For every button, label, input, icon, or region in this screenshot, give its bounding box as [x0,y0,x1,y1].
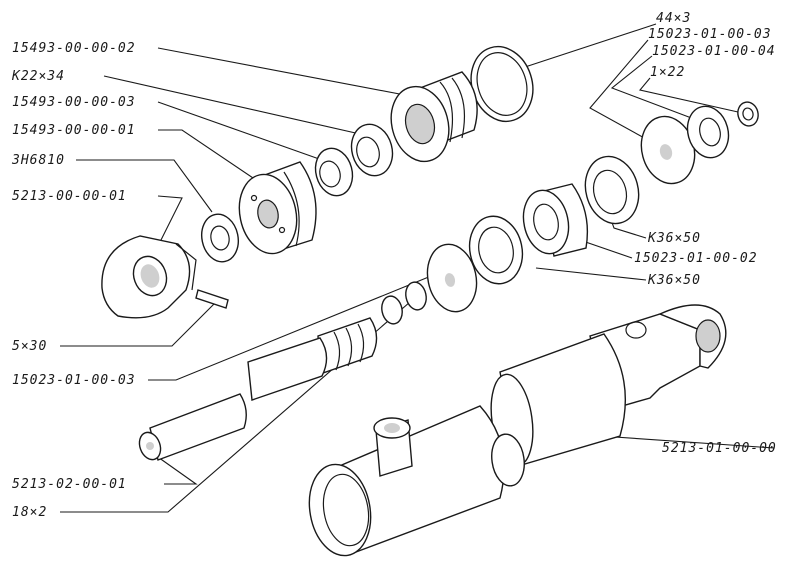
piston-rod-5213-02 [138,317,378,461]
cylinder-tube-5213-01 [308,304,727,557]
leader-44x3 [521,23,657,69]
leader-15023-03-bot [148,273,437,381]
label-1x22: 1×22 [650,65,685,80]
labels: 44×3 15023-01-00-03 15023-01-00-04 1×22 … [11,11,777,520]
label-15023-02: 15023-01-00-02 [634,251,758,266]
guide-15023-02 [522,183,589,257]
ring-15023-04 [686,105,730,159]
label-k36x50-b: К36×50 [647,273,701,288]
washer-15023-03-top [640,115,696,185]
leader-18x2 [60,301,411,513]
leader-15493-01 [158,129,257,181]
leader-5213-01 [599,435,775,449]
label-44x3: 44×3 [656,11,691,26]
rod-end-5213-00-01 [101,235,197,319]
leader-15493-02 [157,47,411,97]
seal-k22x34 [350,123,394,177]
label-3n6810: 3Н6810 [11,153,65,168]
bushing-15493-02 [390,71,478,163]
label-5213-01: 5213-01-00-00 [662,441,777,456]
leader-5x30 [60,301,217,347]
leader-15023-04 [610,55,703,123]
label-5213-00: 5213-00-00-01 [12,189,127,204]
label-15023-03-bot: 15023-01-00-03 [12,373,136,388]
leader-lines [60,23,775,513]
label-15023-04: 15023-01-00-04 [652,44,776,59]
leader-15023-03-top [589,39,649,141]
washer-15023-03-bottom [426,243,478,313]
lock-ring-1x22 [737,101,759,127]
leader-3n6810 [76,159,213,213]
bearing-3n6810 [200,213,240,263]
leader-1x22 [639,77,739,113]
oring-18x2 [381,281,427,325]
pin-5x30 [195,289,229,309]
label-15023-03-top: 15023-01-00-03 [648,27,772,42]
label-15493-02: 15493-00-00-02 [12,41,136,56]
label-15493-03: 15493-00-00-03 [12,95,136,110]
seal-k36x50-b [468,215,524,285]
label-15493-01: 15493-00-00-01 [12,123,136,138]
seal-k36x50-a [584,155,640,225]
label-18x2: 18×2 [12,505,47,520]
oring-44x3 [470,45,534,123]
label-5x30: 5×30 [12,339,47,354]
leader-15493-03 [157,101,323,161]
label-5213-02: 5213-02-00-01 [12,477,127,492]
ring-15493-03 [314,147,354,197]
leader-k22x34 [103,75,361,135]
label-k36x50-a: К36×50 [647,231,701,246]
leader-k36x50-b [535,267,647,281]
piston-15493-01 [238,161,317,255]
leader-5213-02 [147,449,198,485]
label-k22x34: К22×34 [11,69,65,84]
